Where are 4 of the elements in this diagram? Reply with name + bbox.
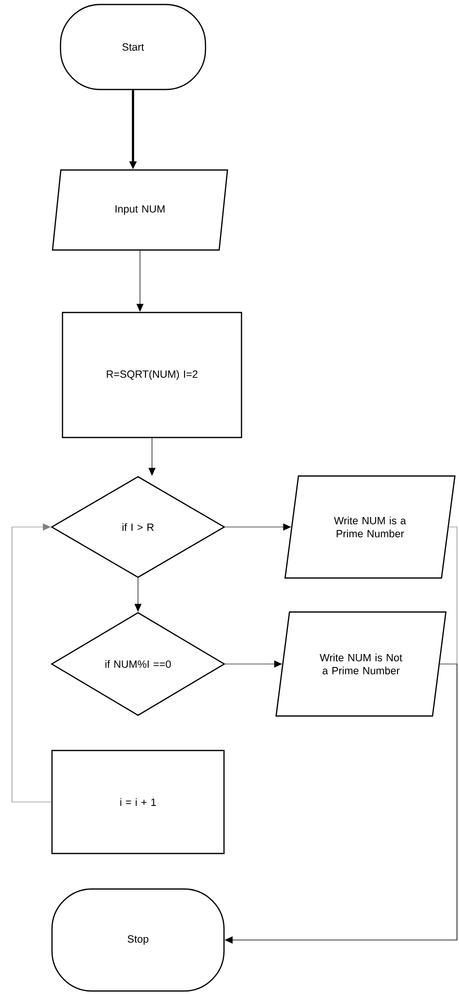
- process-box: R=SQRT(NUM) I=2: [62, 312, 242, 438]
- process-box: i = i + 1: [51, 750, 225, 854]
- io-parallelogram: Input NUM: [52, 169, 228, 251]
- arrow: [12, 523, 52, 802]
